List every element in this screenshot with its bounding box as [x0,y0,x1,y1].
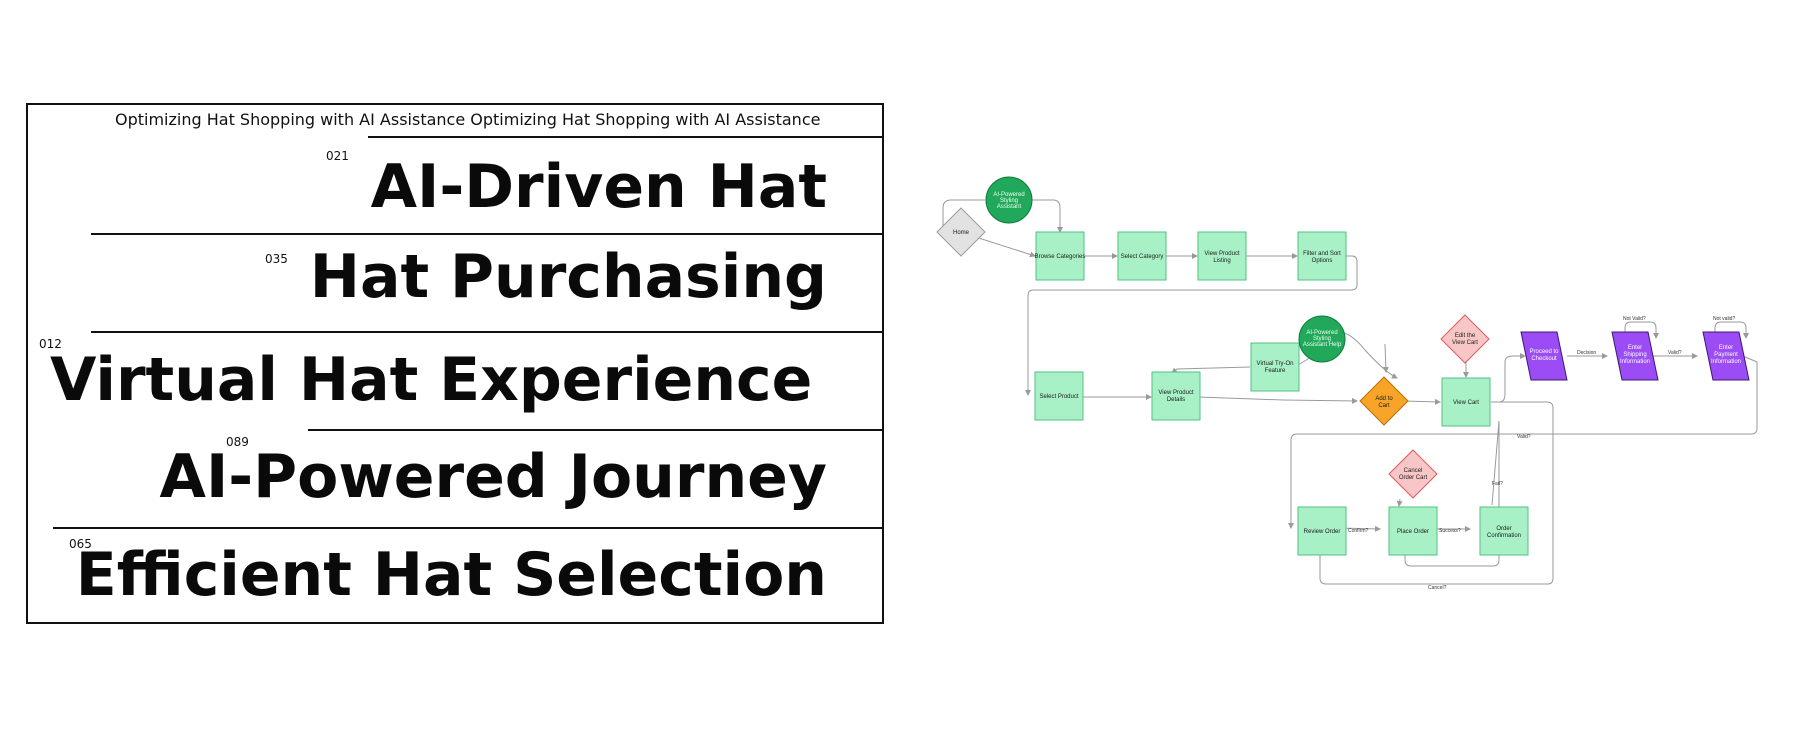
row-index: 035 [265,252,288,266]
row-index: 021 [326,149,349,163]
node-label: Listing [1213,258,1230,264]
edge-label: Not Valid? [1623,316,1646,322]
node-place-order: Place Order [1388,506,1438,556]
node-edit-cart: Edit the View Cart [1440,314,1490,364]
edge-label: Cancel? [1428,585,1447,591]
node-label: Checkout [1531,356,1557,362]
node-label: Feature [1265,368,1286,374]
edge-label: Confirm? [1348,528,1369,534]
node-enter-payment: Enter Payment Information [1702,331,1750,381]
subtitle: Optimizing Hat Shopping with AI Assistan… [115,110,821,129]
node-label: View Product [1158,390,1194,396]
node-virtual-try-on: Virtual Try-On Feature [1250,342,1300,392]
node-label: Browse Categories [1035,254,1086,260]
node-label: AI-Powered [1306,330,1337,336]
node-label: Order [1496,526,1511,532]
edge-label: Valid? [1668,350,1682,356]
node-label: Styling [1313,336,1331,342]
node-label: Cancel [1404,468,1423,474]
edge-label: Decision [1577,350,1596,356]
node-label: Enter [1719,345,1733,351]
node-ai-assistant-help: AI-Powered Styling Assistant Help [1298,315,1346,363]
node-view-cart: View Cart [1441,377,1491,427]
node-label: Styling [1000,198,1018,204]
node-label: Home [953,230,970,236]
node-label: Select Product [1039,394,1078,400]
node-proceed-checkout: Proceed to Checkout [1520,331,1568,381]
node-label: View Product [1204,251,1240,257]
node-label: Edit the [1455,333,1476,339]
headline: AI-Powered Journey [159,442,827,512]
node-view-product-listing: View Product Listing [1197,231,1247,281]
node-enter-shipping: Enter Shipping Information [1611,331,1659,381]
headline: AI-Driven Hat [370,152,827,222]
node-label: Enter [1628,345,1642,351]
row-index: 065 [69,537,92,551]
row-index: 012 [39,337,62,351]
title-card [26,103,884,624]
flowchart: Decision Valid? Not Valid? Not valid? Va… [936,176,1758,591]
divider [53,527,884,529]
divider [368,136,884,138]
node-review-order: Review Order [1297,506,1347,556]
node-browse-categories: Browse Categories [1035,231,1086,281]
node-label: Virtual Try-On [1257,361,1294,367]
divider [308,429,884,431]
node-label: Assistant Help [1303,342,1342,348]
node-label: Payment [1714,352,1738,358]
node-label: Add to [1375,396,1393,402]
node-label: Select Category [1121,254,1164,260]
node-ai-assistant: AI-Powered Styling Assistant [985,176,1033,224]
row-index: 089 [226,435,249,449]
node-label: Options [1312,258,1333,264]
edge-label: Fail? [1492,481,1503,487]
node-view-product-details: View Product Details [1151,371,1201,421]
divider [91,331,884,333]
flow-edge-labels: Decision Valid? Not Valid? Not valid? Va… [1348,316,1735,591]
node-label: Proceed to [1529,349,1559,355]
node-home: Home [936,207,986,257]
node-label: Details [1167,397,1185,403]
edge-label: Not valid? [1713,316,1735,322]
node-label: Confirmation [1487,533,1521,539]
divider [91,233,884,235]
node-label: Place Order [1397,529,1429,535]
edge-label: Valid? [1517,434,1531,440]
node-select-category: Select Category [1117,231,1167,281]
node-add-to-cart: Add to Cart [1359,376,1409,426]
node-label: Order Cart [1399,475,1428,481]
node-label: View Cart [1453,400,1479,406]
node-order-confirmation: Order Confirmation [1479,506,1529,556]
node-label: Information [1620,359,1650,365]
headline: Hat Purchasing [309,242,827,312]
headline: Efficient Hat Selection [75,540,827,610]
node-label: Filter and Sort [1303,251,1341,257]
edge-label: Success? [1439,528,1461,534]
node-label: AI-Powered [993,192,1024,198]
node-label: Cart [1378,403,1390,409]
headline: Virtual Hat Experience [50,345,813,415]
node-filter-sort: Filter and Sort Options [1297,231,1347,281]
node-label: View Cart [1452,340,1478,346]
node-label: Assistant [997,204,1022,210]
node-label: Review Order [1304,529,1341,535]
node-cancel-order-cart: Cancel Order Cart [1388,449,1438,499]
node-label: Shipping [1623,352,1646,358]
node-select-product: Select Product [1034,371,1084,421]
node-label: Information [1711,359,1741,365]
